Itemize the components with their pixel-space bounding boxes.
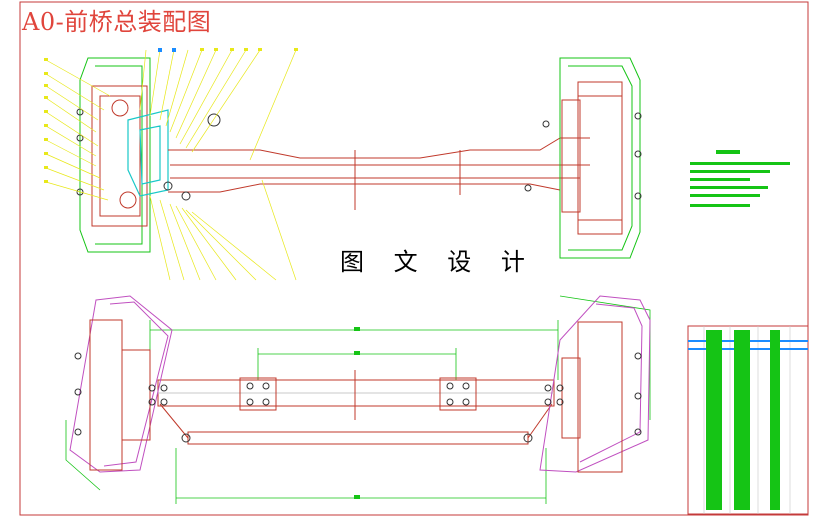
front-axle-beam — [168, 137, 590, 210]
dim-marker-bottom — [354, 495, 360, 499]
watermark-text: 图 文 设 计 — [340, 248, 536, 276]
leader-lines — [45, 49, 297, 281]
bolt-markers-front — [76, 108, 642, 201]
plan-view — [65, 295, 809, 515]
sheet-border — [19, 1, 809, 516]
left-hub — [91, 85, 148, 227]
front-elevation-view — [44, 48, 790, 281]
drawing-title: A0-前桥总装配图 — [22, 8, 212, 36]
plan-left-wheel — [69, 295, 173, 473]
parts-list-table — [687, 325, 809, 515]
dim-marker-top — [354, 327, 360, 331]
plan-axle-beam — [157, 370, 555, 420]
bolt-markers-plan — [74, 352, 642, 443]
left-steering-knuckle — [127, 109, 169, 197]
right-wheel-drum — [561, 81, 623, 235]
left-wheel-bracket — [79, 57, 151, 253]
technical-notes-block — [690, 150, 790, 207]
dim-marker-middle — [354, 351, 360, 355]
plan-tie-rod — [159, 403, 553, 445]
leader-tick-marks — [44, 48, 298, 183]
plan-right-wheel — [539, 295, 651, 473]
right-wheel-bracket — [559, 57, 641, 259]
parts-list-rows — [706, 330, 780, 510]
